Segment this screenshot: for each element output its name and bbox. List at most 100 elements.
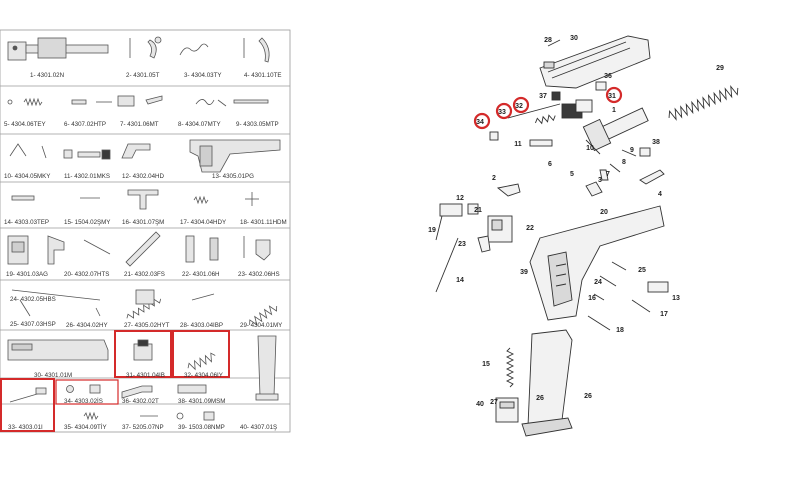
- exploded-part-7: [609, 163, 621, 173]
- part-7-block-lever: [117, 95, 163, 107]
- part-36-trigger: [121, 385, 153, 399]
- part-label-25: 25- 4307.03HSP: [10, 321, 56, 328]
- callout-20: 20: [600, 209, 608, 216]
- part-label-35: 35- 4304.09TİY: [64, 424, 107, 431]
- part-39-pin: [176, 411, 215, 421]
- callout-37: 37: [539, 93, 547, 100]
- callout-28: 28: [544, 37, 552, 44]
- exploded-part-22: [439, 203, 463, 217]
- exploded-part-25: [435, 215, 443, 241]
- part-label-11: 11- 4302.01MKS: [64, 173, 110, 180]
- callout-26: 26: [584, 393, 592, 400]
- catalog-grid-lines: [0, 29, 291, 433]
- part-30-slide: [7, 339, 109, 361]
- exploded-part-24: [435, 237, 459, 293]
- exploded-magazine: [521, 329, 573, 437]
- part-label-17: 17- 4304.04HDY: [180, 219, 227, 226]
- part-label-29: 29- 4304.01MY: [240, 322, 283, 329]
- exploded-recoil-spring: [668, 85, 739, 121]
- part-label-33: 33- 4303.01I: [8, 424, 43, 431]
- exploded-part-20: [477, 235, 491, 253]
- part-label-22: 22- 4301.06H: [182, 271, 220, 278]
- part-32-coil-spring: [187, 352, 216, 371]
- callout-30: 30: [570, 35, 578, 42]
- callout-33: 33: [498, 109, 506, 116]
- exploded-firing-spring: [535, 114, 556, 125]
- part-9-long-pin: [233, 99, 269, 104]
- part-label-10: 10- 4304.05MKY: [4, 173, 51, 180]
- callout-3: 3: [598, 177, 602, 184]
- callout-25: 25: [638, 267, 646, 274]
- part-label-24: 24- 4302.05HBS: [10, 296, 56, 303]
- exploded-part-37: [551, 91, 561, 101]
- part-1-barrel: [7, 37, 109, 61]
- callout-8: 8: [622, 159, 626, 166]
- part-28-pin: [191, 293, 215, 301]
- callout-40: 40: [476, 401, 484, 408]
- callout-36: 36: [604, 73, 612, 80]
- part-13-frame: [189, 139, 281, 173]
- exploded-housing: [487, 215, 513, 243]
- exploded-highlight-circles: [473, 86, 623, 130]
- callout-4: 4: [658, 191, 662, 198]
- part-38-spring-cup: [177, 384, 207, 394]
- exploded-part-11: [529, 139, 553, 147]
- part-label-20: 20- 4302.07HTS: [64, 271, 110, 278]
- part-label-16: 16- 4301.07ŞM: [122, 219, 165, 226]
- part-14-pin: [11, 195, 35, 201]
- callout-24: 24: [594, 279, 602, 286]
- callout-11: 11: [514, 141, 522, 148]
- part-label-40: 40- 4307.01Ş: [240, 424, 278, 431]
- part-label-14: 14- 4303.03TEP: [4, 219, 50, 226]
- part-label-28: 28- 4303.04IBP: [180, 322, 224, 329]
- exploded-part-15: [631, 299, 651, 313]
- part-label-7: 7- 4301.06MT: [120, 121, 159, 128]
- part-label-4: 4- 4301.10TE: [244, 72, 282, 79]
- callout-13: 13: [672, 295, 680, 302]
- exploded-part-10: [585, 139, 601, 155]
- exploded-barrel: [582, 107, 649, 152]
- exploded-diagram: [435, 35, 739, 437]
- callout-6: 6: [548, 161, 552, 168]
- part-10-clip-spring: [9, 143, 47, 159]
- callout-19: 19: [428, 227, 436, 234]
- callout-32: 32: [515, 103, 523, 110]
- exploded-part-14: [611, 261, 627, 271]
- callout-9: 9: [630, 147, 634, 154]
- exploded-part-23: [467, 203, 479, 215]
- exploded-firing-pin: [507, 103, 561, 119]
- callout-39: 39: [520, 269, 528, 276]
- part-label-27: 27- 4305.02HYT: [124, 322, 170, 329]
- part-20-lever-assembly: [47, 235, 111, 265]
- part-label-6: 6- 4307.02HTP: [64, 121, 106, 128]
- exploded-slide: [539, 35, 651, 89]
- callout-21: 21: [474, 207, 482, 214]
- exploded-part-26a: [587, 315, 611, 331]
- part-label-37: 37- 5205.07NP: [122, 424, 164, 431]
- exploded-mag-spring: [505, 347, 515, 388]
- exploded-part-21: [496, 183, 521, 197]
- exploded-part-16: [647, 281, 669, 293]
- callout-15: 15: [482, 361, 490, 368]
- callout-22: 22: [526, 225, 534, 232]
- part-18-cross-pin: [245, 192, 259, 206]
- part-label-2: 2- 4301.05T: [126, 72, 160, 79]
- callout-17: 17: [660, 311, 668, 318]
- part-34-bushing: [66, 384, 101, 394]
- part-21-block: [125, 231, 161, 267]
- exploded-bushing: [489, 131, 499, 141]
- part-label-19: 19- 4301.03AG: [6, 271, 48, 278]
- part-27-follower: [135, 289, 155, 305]
- exploded-part-17: [599, 275, 617, 287]
- part-22-slide-stop: [185, 235, 219, 263]
- part-29-recoil-spring: [249, 305, 278, 326]
- part-label-8: 8- 4304.07MTY: [178, 121, 221, 128]
- part-24-release-lever: [11, 289, 101, 317]
- exploded-part-2: [585, 181, 603, 197]
- part-label-21: 21- 4302.03FS: [124, 271, 165, 278]
- part-2-trigger-lever: [129, 36, 162, 59]
- part-label-1: 1- 4301.02N: [30, 72, 65, 79]
